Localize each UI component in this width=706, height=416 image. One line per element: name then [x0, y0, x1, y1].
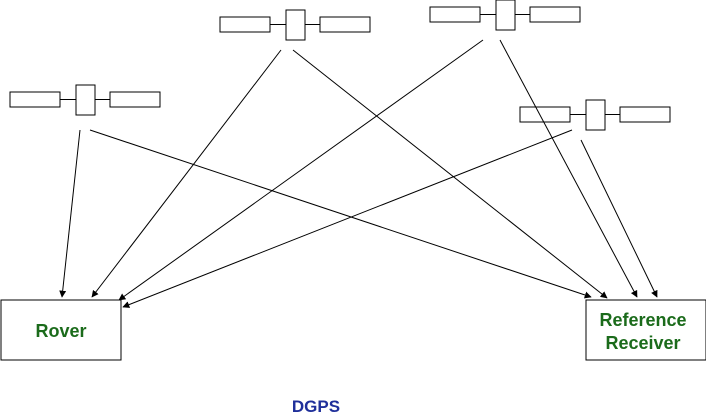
signal-sat2-to-rover: [91, 49, 282, 298]
signal-sat3-to-reference: [499, 39, 638, 298]
satellite-2-icon: [219, 9, 371, 41]
signal-sat1-to-rover: [59, 129, 81, 298]
satellite-3-icon: [429, 0, 581, 31]
rover-label: Rover: [35, 321, 86, 341]
signal-sat3-to-rover: [118, 39, 484, 301]
reference-receiver-label-line2: Receiver: [605, 333, 680, 353]
rover-box: Rover: [0, 299, 122, 361]
signal-sat1-to-reference: [89, 129, 592, 299]
satellite-4-icon: [519, 99, 671, 131]
diagram-caption: DGPS: [292, 397, 340, 416]
reference-receiver-label-line1: Reference: [599, 310, 686, 330]
signal-sat4-to-reference: [580, 139, 658, 298]
signal-sat2-to-reference: [292, 49, 608, 299]
reference-receiver-box: Reference Receiver: [585, 299, 706, 361]
satellite-1-icon: [9, 84, 161, 116]
signal-sat4-to-rover: [122, 129, 573, 308]
